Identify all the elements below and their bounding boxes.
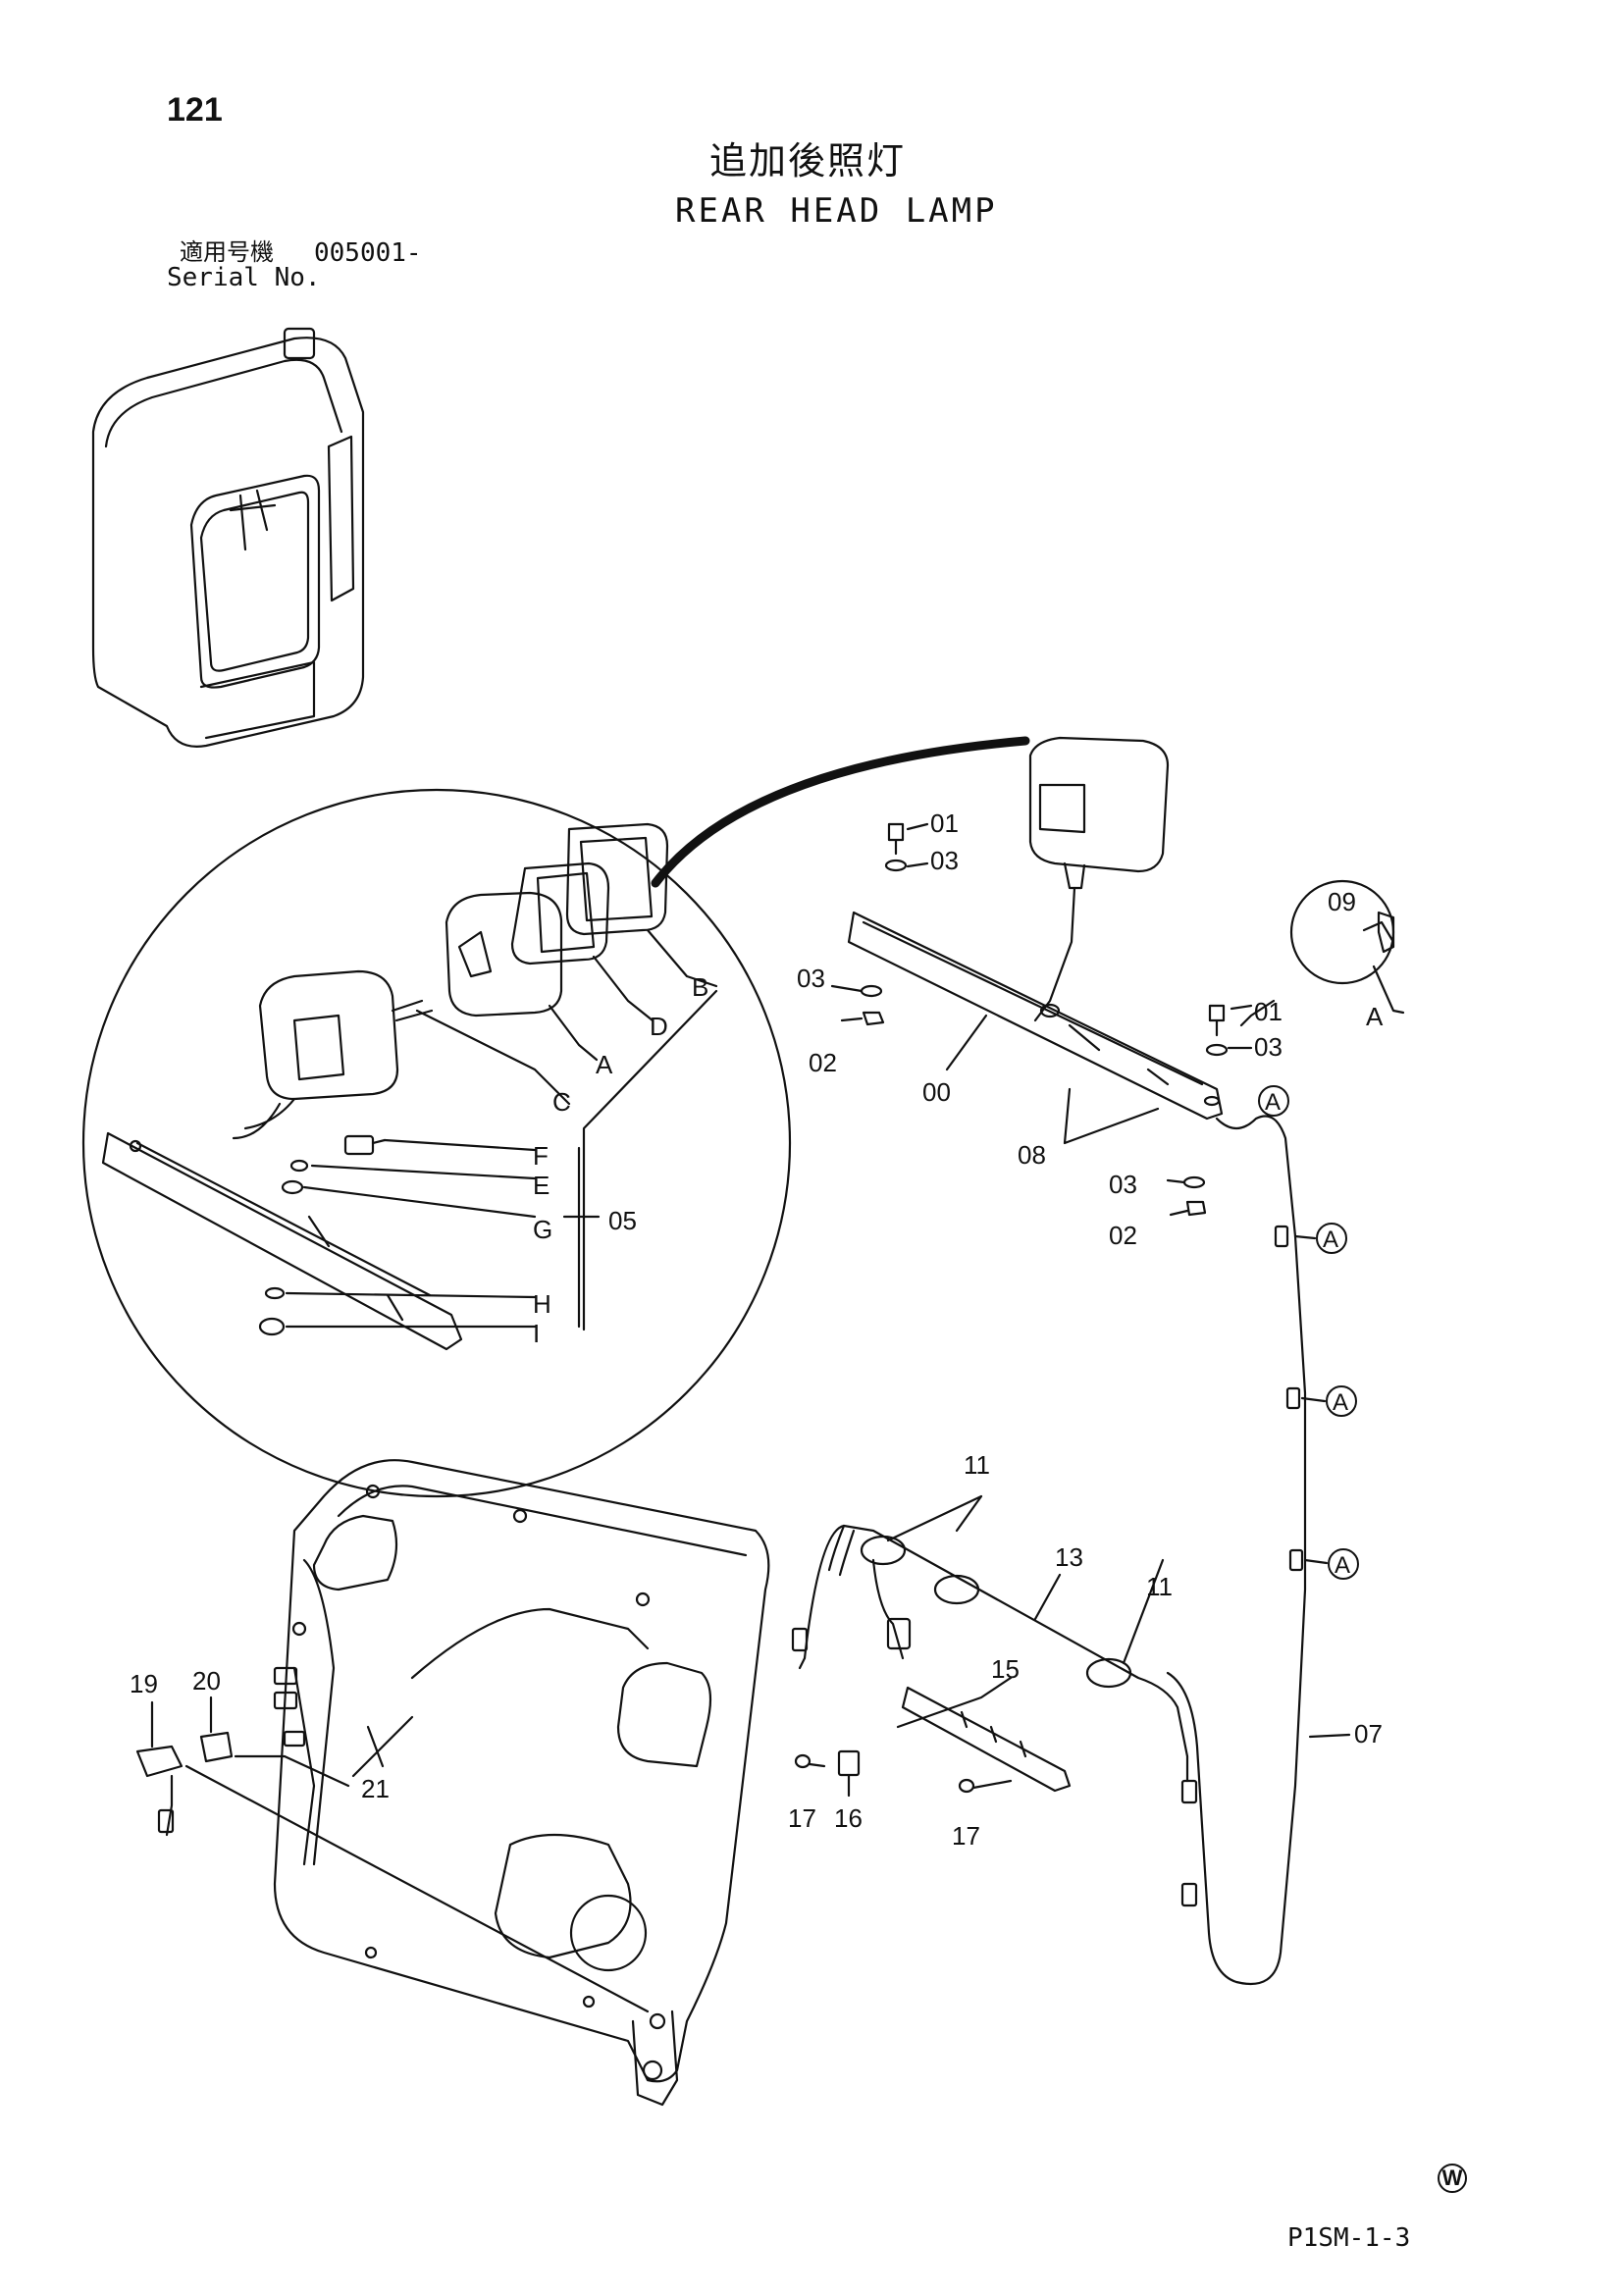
detail-letter-I: I [533,1319,540,1348]
serial-label-english: Serial No. [167,263,321,292]
cab-overview [91,327,365,748]
callout-02-right: 02 [1109,1221,1137,1250]
connector-A-circle [1326,1385,1357,1417]
callout-01-left: 01 [930,809,959,838]
callout-15-bracket: 15 [991,1654,1020,1684]
serial-label-japanese: 適用号機 [180,238,274,266]
callout-07-harness: 07 [1354,1719,1383,1748]
rear-panel [135,1459,770,2107]
callout-16-relay: 16 [834,1803,863,1833]
detail-letter-E: E [533,1171,550,1200]
connector-A-2: A [1323,1226,1338,1253]
callout-00-bracket: 00 [922,1077,951,1107]
callout-11-top: 11 [964,1450,990,1480]
page-code: P1SM-1-3 [1287,2223,1411,2253]
callout-03-left-bottom: 03 [797,964,825,993]
callout-09-clip: 09 [1328,887,1356,916]
callout-20-plate: 20 [192,1666,221,1696]
harness-and-bracket [791,1494,1189,1798]
callout-19-switch: 19 [130,1669,158,1698]
detail-letter-B: B [692,972,708,1002]
detail-callout-05: 05 [608,1206,637,1235]
connector-A-circle [1258,1085,1289,1117]
callout-13-harness: 13 [1055,1542,1083,1572]
callout-03-right-top: 03 [1254,1032,1283,1062]
callout-17-right: 17 [952,1821,980,1851]
connector-A-circle [1316,1223,1347,1254]
callout-01-right: 01 [1254,997,1283,1026]
callout-08-bands: 08 [1018,1140,1046,1170]
detail-letter-F: F [533,1141,549,1171]
page-number: 121 [167,91,223,129]
callout-11-right: 11 [1146,1572,1173,1601]
callout-03-left-top: 03 [930,846,959,875]
callout-02-left: 02 [809,1048,837,1077]
connector-A-4: A [1335,1552,1350,1579]
connector-A-circle [1328,1548,1359,1580]
detail-letter-D: D [650,1012,668,1041]
detail-letter-A: A [596,1050,613,1079]
lamp-detail-circle [81,736,1030,1498]
connector-A-3: A [1333,1389,1348,1416]
callout-21-label: 21 [361,1774,390,1803]
serial-value: 005001- [314,238,422,268]
lamp-and-bracket [830,736,1405,1986]
callout-detail-A: A [1366,1002,1384,1031]
title-english: REAR HEAD LAMP [675,191,998,231]
title-japanese: 追加後照灯 [709,139,907,183]
detail-letter-C: C [552,1087,571,1117]
callout-03-right-bottom: 03 [1109,1170,1137,1199]
detail-letter-G: G [533,1215,552,1244]
connector-A-1: A [1265,1089,1281,1116]
callout-17-left: 17 [788,1803,816,1833]
watermark-logo: W [1438,2164,1467,2193]
detail-letter-H: H [533,1289,551,1319]
